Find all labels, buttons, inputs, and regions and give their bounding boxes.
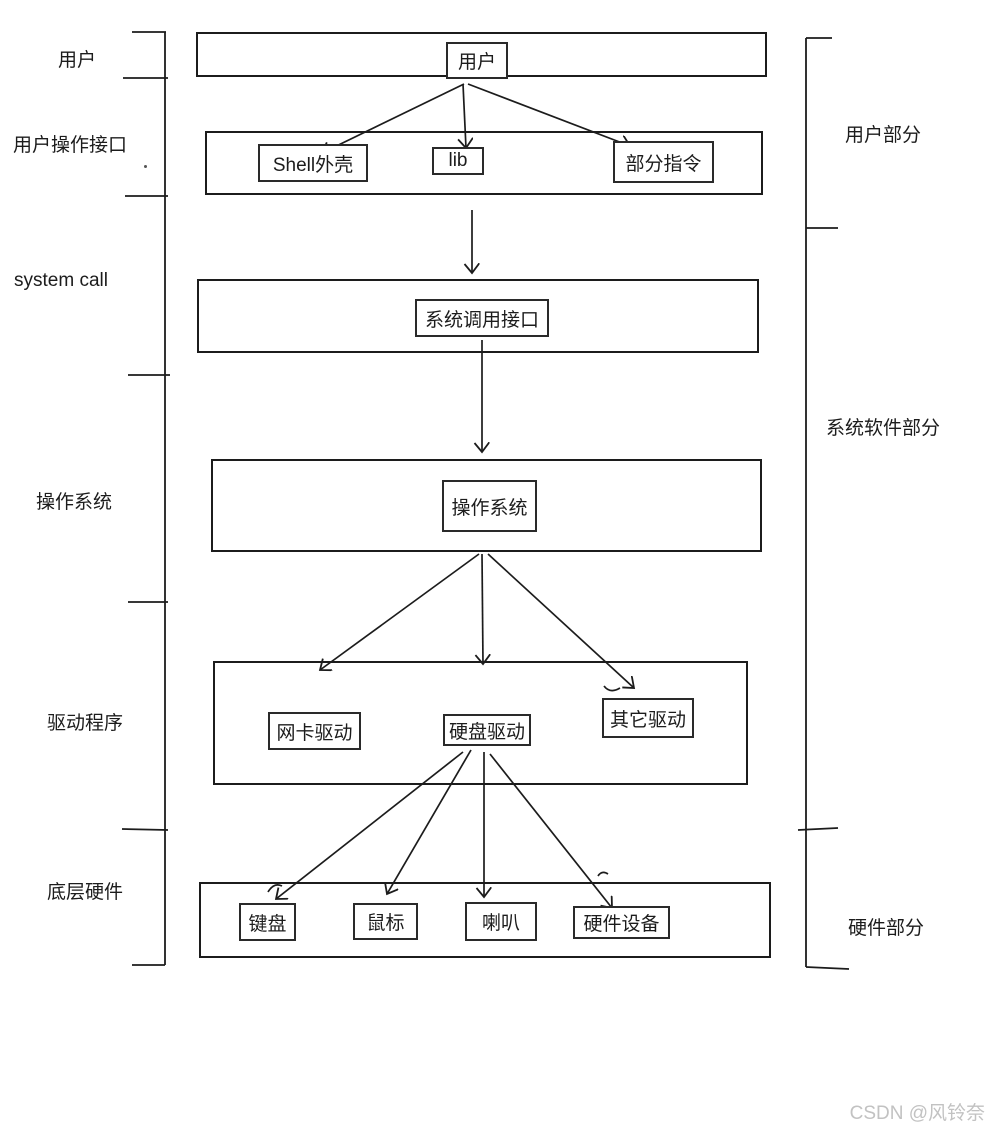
stack-label-user-interface: 用户操作接口 <box>13 135 128 156</box>
node-lib: lib <box>432 147 484 175</box>
section-label-user-part: 用户部分 <box>845 125 922 146</box>
node-partial-commands: 部分指令 <box>613 141 714 183</box>
driver-layer-box <box>213 661 748 785</box>
user-interface-layer-box <box>205 131 763 195</box>
stack-label-user: 用户 <box>58 50 97 71</box>
node-shell: Shell外壳 <box>258 144 368 182</box>
section-label-hardware-part: 硬件部分 <box>848 918 925 939</box>
node-other-driver: 其它驱动 <box>602 698 694 738</box>
arrows-user-to-interface <box>322 83 630 153</box>
stack-label-driver: 驱动程序 <box>47 713 124 734</box>
os-layer-box <box>211 459 762 552</box>
csdn-watermark: CSDN @风铃奈 <box>849 1103 985 1124</box>
arrows-os-to-drivers <box>320 553 634 692</box>
node-mouse: 鼠标 <box>353 903 418 940</box>
right-bracket <box>797 37 850 970</box>
node-syscall-interface: 系统调用接口 <box>415 299 549 337</box>
node-hardware-device: 硬件设备 <box>573 906 670 939</box>
node-speaker: 喇叭 <box>465 902 537 941</box>
section-label-system-software-part: 系统软件部分 <box>826 418 941 439</box>
left-bracket <box>121 31 170 966</box>
stack-label-hardware: 底层硬件 <box>47 882 124 903</box>
node-nic-driver: 网卡驱动 <box>268 712 361 750</box>
node-user: 用户 <box>446 42 508 79</box>
node-os: 操作系统 <box>442 480 537 532</box>
node-keyboard: 键盘 <box>239 903 296 941</box>
stack-label-os: 操作系统 <box>36 492 113 513</box>
system-call-layer-box <box>197 279 759 353</box>
hardware-layer-box <box>199 882 771 958</box>
node-disk-driver: 硬盘驱动 <box>443 714 531 746</box>
arrows-driver-to-hardware <box>267 749 612 908</box>
stray-dot <box>144 165 147 168</box>
stack-label-system-call: system call <box>14 270 108 291</box>
